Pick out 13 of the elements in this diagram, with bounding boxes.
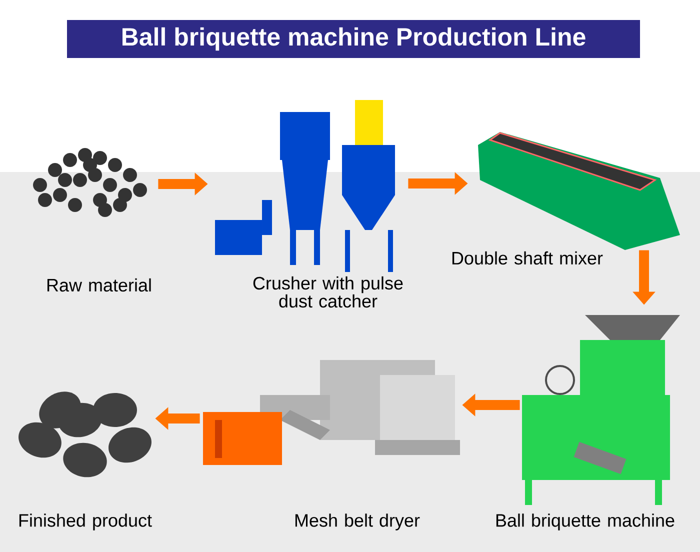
node-label: Raw material — [47, 278, 151, 292]
machine-picture: Finished product — [18, 392, 152, 530]
machine-picture: Ball briquette machine — [496, 315, 680, 530]
node-label: Mesh belt dryer — [295, 514, 420, 530]
title-banner: Ball briquette machine Production Line — [67, 20, 640, 58]
machine-picture: Double shaft mixer — [452, 132, 680, 265]
machine-picture: Mesh belt dryer — [203, 360, 460, 530]
node-label: Finished product — [19, 514, 152, 530]
machine-picture: Raw material — [33, 148, 151, 292]
machine-picture: Crusher with pulse dust catcher — [215, 100, 403, 308]
node-label: Double shaft mixer — [452, 251, 603, 265]
node-label: Ball briquette machine — [496, 514, 674, 530]
node-label: Crusher with pulse dust catcher — [253, 276, 403, 308]
